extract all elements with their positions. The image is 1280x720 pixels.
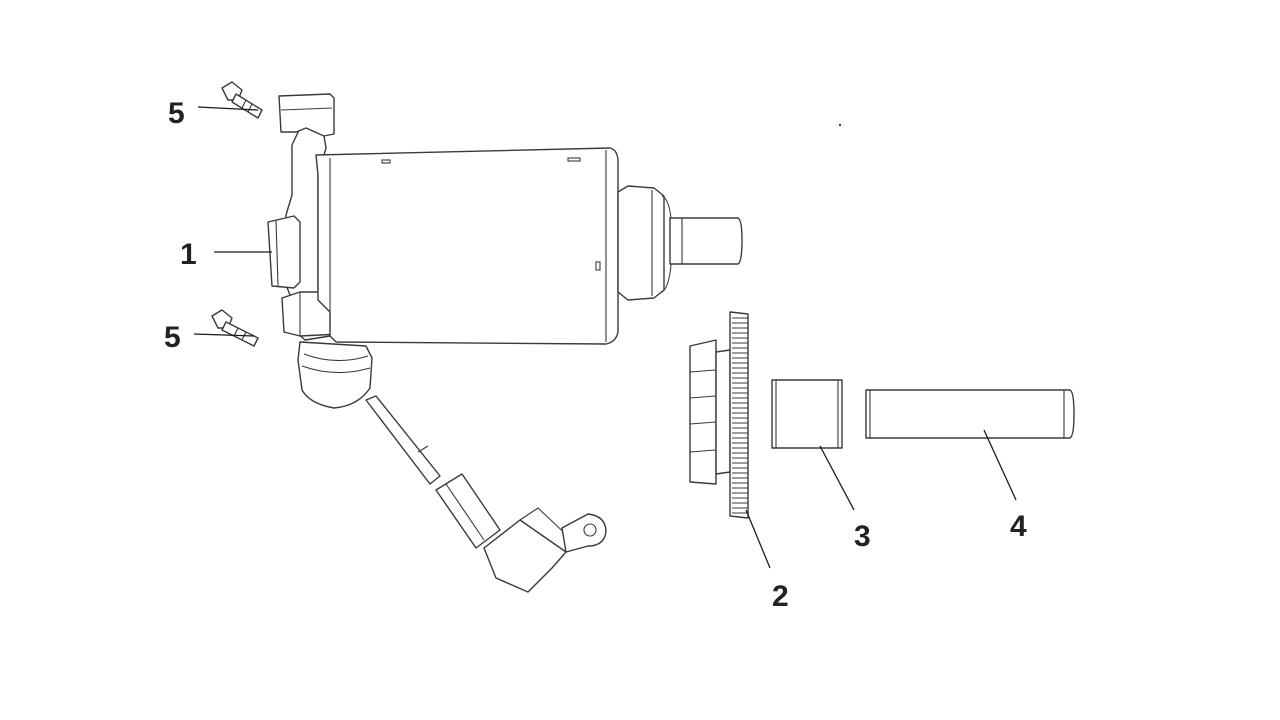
bolt-bottom: [211, 309, 259, 347]
callout-5-top: 5: [168, 97, 185, 130]
bushing: [771, 379, 843, 449]
drive-gear: [689, 311, 749, 519]
callout-5-bottom: 5: [164, 321, 181, 354]
leader-lines: [193, 106, 1017, 569]
callout-2: 2: [772, 580, 789, 613]
callout-1: 1: [180, 238, 197, 271]
pin-shaft: [865, 389, 1075, 439]
stray-dot: [838, 123, 842, 127]
bolt-top: [221, 81, 263, 119]
callout-4: 4: [1010, 510, 1027, 543]
starter-motor: [267, 93, 743, 593]
gear-teeth: [732, 317, 748, 514]
callout-3: 3: [854, 520, 871, 553]
